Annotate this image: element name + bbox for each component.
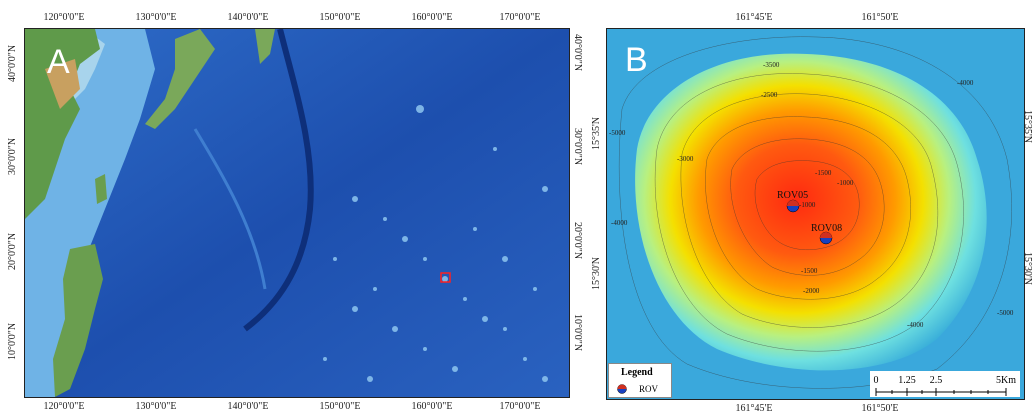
contour-label: -5000: [609, 129, 626, 137]
b-top-tick: 161°45'E: [735, 12, 773, 23]
contour-label: -1000: [837, 179, 854, 187]
site-label-rov05: ROV05: [777, 190, 809, 201]
a-left-tick: 30°0'0"N: [7, 137, 18, 175]
b-left-tick: 15°35'N: [591, 116, 602, 150]
map-legend: Legend ROV: [608, 363, 672, 398]
rov-symbol-icon: [617, 384, 627, 394]
a-top-tick: 140°0'0"E: [227, 12, 269, 23]
a-bottom-tick: 160°0'0"E: [411, 401, 453, 412]
a-bottom-tick: 120°0'0"E: [43, 401, 85, 412]
a-left-tick: 40°0'0"N: [7, 44, 18, 82]
a-top-tick: 160°0'0"E: [411, 12, 453, 23]
b-right-tick: 15°30'N: [1022, 252, 1033, 286]
a-top-tick: 170°0'0"E: [499, 12, 541, 23]
panel-b-seamount: [607, 29, 1024, 399]
scale-label: 0: [873, 375, 879, 386]
contour-label: -4000: [907, 321, 924, 329]
legend-label: ROV: [639, 384, 659, 394]
a-bottom-tick: 170°0'0"E: [499, 401, 541, 412]
panel-a-bathymetry: [25, 29, 569, 397]
b-top-tick: 161°50'E: [861, 12, 899, 23]
panel-a-letter: A: [47, 43, 70, 81]
a-left-tick: 20°0'0"N: [7, 232, 18, 270]
panel-b-map: B -3500 -2500 -3000 -4000 -5000 -1500 -1…: [606, 28, 1025, 400]
contour-label: -3000: [677, 155, 694, 163]
contour-label: -4000: [611, 219, 628, 227]
panel-b-letter: B: [625, 41, 648, 79]
a-top-tick: 150°0'0"E: [319, 12, 361, 23]
a-right-tick: 10°0'0"N: [572, 314, 583, 352]
contour-label: -5000: [997, 309, 1014, 317]
scale-bar-graphic: [875, 388, 1007, 396]
b-left-tick: 15°30'N: [591, 256, 602, 290]
scale-bar: 0 1.25 2.5 5Km: [870, 371, 1020, 397]
study-area-marker: [440, 272, 451, 283]
b-bottom-tick: 161°45'E: [735, 403, 773, 414]
contour-label: -2500: [761, 91, 778, 99]
a-left-tick: 10°0'0"N: [7, 322, 18, 360]
a-bottom-tick: 130°0'0"E: [135, 401, 177, 412]
rov05-marker: [786, 199, 800, 213]
scale-label: 1.25: [898, 375, 916, 386]
a-bottom-tick: 140°0'0"E: [227, 401, 269, 412]
a-right-tick: 40°0'0"N: [572, 34, 583, 72]
contour-label: -3500: [763, 61, 780, 69]
panel-a-map: A: [24, 28, 570, 398]
contour-label: -1000: [799, 201, 816, 209]
a-top-tick: 130°0'0"E: [135, 12, 177, 23]
contour-label: -1500: [801, 267, 818, 275]
a-right-tick: 20°0'0"N: [572, 222, 583, 260]
contour-label: -1500: [815, 169, 832, 177]
site-label-rov08: ROV08: [811, 223, 843, 234]
b-right-tick: 15°35'N: [1022, 110, 1033, 144]
a-top-tick: 120°0'0"E: [43, 12, 85, 23]
a-bottom-tick: 150°0'0"E: [319, 401, 361, 412]
scale-label: 2.5: [929, 375, 943, 386]
contour-label: -4000: [957, 79, 974, 87]
contour-label: -2000: [803, 287, 820, 295]
legend-title: Legend: [621, 367, 653, 378]
rov08-marker: [819, 231, 833, 245]
scale-label: 5Km: [996, 375, 1016, 386]
a-right-tick: 30°0'0"N: [572, 128, 583, 166]
b-bottom-tick: 161°50'E: [861, 403, 899, 414]
